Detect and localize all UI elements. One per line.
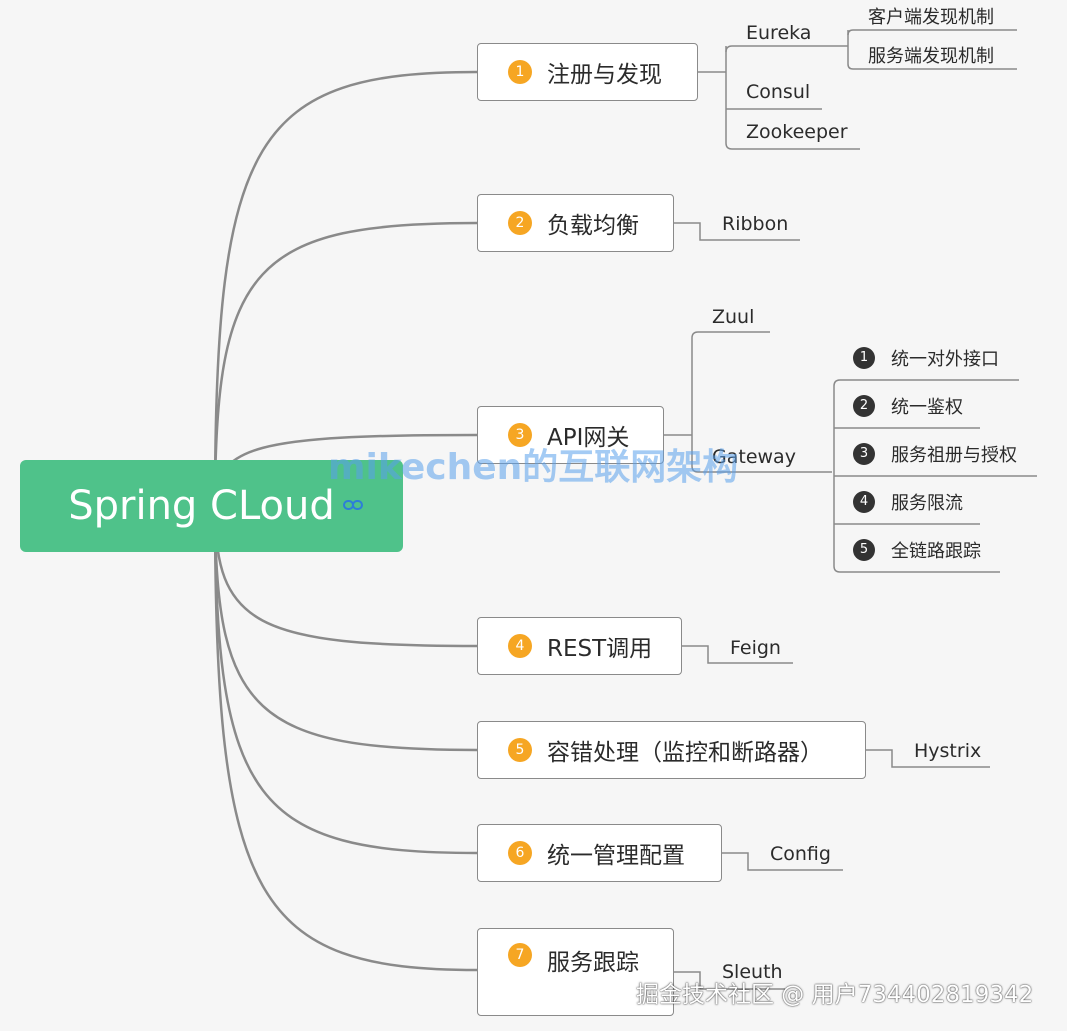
- gateway-item-label: 统一对外接口: [891, 349, 999, 370]
- topic-label: 负载均衡: [547, 213, 639, 239]
- topic-badge: 4: [508, 634, 532, 658]
- leaf-ribbon[interactable]: Ribbon: [722, 213, 789, 235]
- leaf-hystrix[interactable]: Hystrix: [914, 740, 982, 762]
- gateway-item-unified-auth[interactable]: 2 统一鉴权: [853, 393, 963, 419]
- topic-load-balancing[interactable]: 2 负载均衡: [477, 194, 674, 252]
- leaf-feign[interactable]: Feign: [730, 637, 781, 659]
- number-badge: 4: [853, 491, 875, 513]
- topic-rest-call[interactable]: 4 REST调用: [477, 617, 682, 675]
- connector-zookeeper: [725, 46, 860, 150]
- topic-badge: 1: [508, 60, 532, 84]
- gateway-item-label: 服务祖册与授权: [891, 445, 1017, 466]
- number-badge: 2: [853, 395, 875, 417]
- connector-config: [722, 852, 843, 871]
- leaf-gateway[interactable]: Gateway: [712, 446, 796, 468]
- leaf-zuul[interactable]: Zuul: [712, 306, 755, 328]
- connector-hystrix: [866, 749, 990, 768]
- gateway-item-rate-limiting[interactable]: 4 服务限流: [853, 489, 963, 515]
- branch-line-5: [213, 505, 478, 752]
- connector-feign: [682, 645, 793, 664]
- leaf-eureka[interactable]: Eureka: [746, 22, 812, 44]
- connector-server-discovery: [847, 30, 1017, 70]
- topic-badge: 3: [508, 423, 532, 447]
- branch-line-1: [213, 70, 478, 507]
- gateway-item-service-registration[interactable]: 3 服务祖册与授权: [853, 441, 1017, 467]
- connector-gw-1: [833, 379, 1019, 387]
- topic-config-management[interactable]: 6 统一管理配置: [477, 824, 722, 882]
- topic-fault-tolerance[interactable]: 5 容错处理（监控和断路器）: [477, 721, 866, 779]
- topic-service-tracing[interactable]: 7 服务跟踪: [477, 928, 674, 1016]
- root-node-spring-cloud[interactable]: Spring CLoud: [20, 460, 403, 552]
- number-badge: 1: [853, 347, 875, 369]
- topic-registration-discovery[interactable]: 1 注册与发现: [477, 43, 698, 101]
- topic-label: API网关: [547, 425, 630, 451]
- gateway-item-label: 全链路跟踪: [891, 541, 981, 562]
- number-badge: 5: [853, 539, 875, 561]
- leaf-zookeeper[interactable]: Zookeeper: [746, 121, 848, 143]
- leaf-client-discovery[interactable]: 客户端发现机制: [868, 7, 994, 28]
- topic-api-gateway[interactable]: 3 API网关: [477, 406, 664, 464]
- number-badge: 3: [853, 443, 875, 465]
- root-label: Spring CLoud: [68, 483, 335, 529]
- leaf-server-discovery[interactable]: 服务端发现机制: [868, 46, 994, 67]
- connector-gateway: [691, 338, 832, 473]
- topic-label: 统一管理配置: [547, 843, 685, 869]
- branch-line-7: [213, 505, 478, 972]
- footer-watermark: 掘金技术社区 @ 用户734402819342: [636, 982, 1034, 1008]
- leaf-config[interactable]: Config: [770, 843, 831, 865]
- topic-badge: 2: [508, 211, 532, 235]
- topic-label: 注册与发现: [547, 62, 662, 88]
- branch-line-2: [213, 221, 478, 507]
- watermark-text: mikechen的互联网架构: [328, 447, 739, 488]
- topic-badge: 6: [508, 841, 532, 865]
- topic-label: 容错处理（监控和断路器）: [547, 740, 823, 766]
- topic-label: 服务跟踪: [547, 950, 639, 976]
- link-icon[interactable]: [342, 496, 364, 514]
- gateway-item-unified-interface[interactable]: 1 统一对外接口: [853, 345, 999, 371]
- leaf-consul[interactable]: Consul: [746, 81, 811, 103]
- connector-eureka: [725, 45, 822, 53]
- gateway-item-label: 服务限流: [891, 493, 963, 514]
- connector-ribbon: [674, 222, 800, 241]
- topic-badge: 7: [508, 943, 532, 967]
- topic-badge: 5: [508, 738, 532, 762]
- topic-label: REST调用: [547, 636, 653, 662]
- branch-line-6: [213, 505, 478, 855]
- leaf-sleuth[interactable]: Sleuth: [722, 961, 783, 983]
- connector-gw-5: [833, 386, 1000, 573]
- connector-zuul: [691, 331, 770, 339]
- connector-client-discovery: [847, 29, 1017, 36]
- gateway-item-label: 统一鉴权: [891, 397, 963, 418]
- connector-sleuth: [674, 971, 785, 990]
- gateway-item-full-tracing[interactable]: 5 全链路跟踪: [853, 537, 981, 563]
